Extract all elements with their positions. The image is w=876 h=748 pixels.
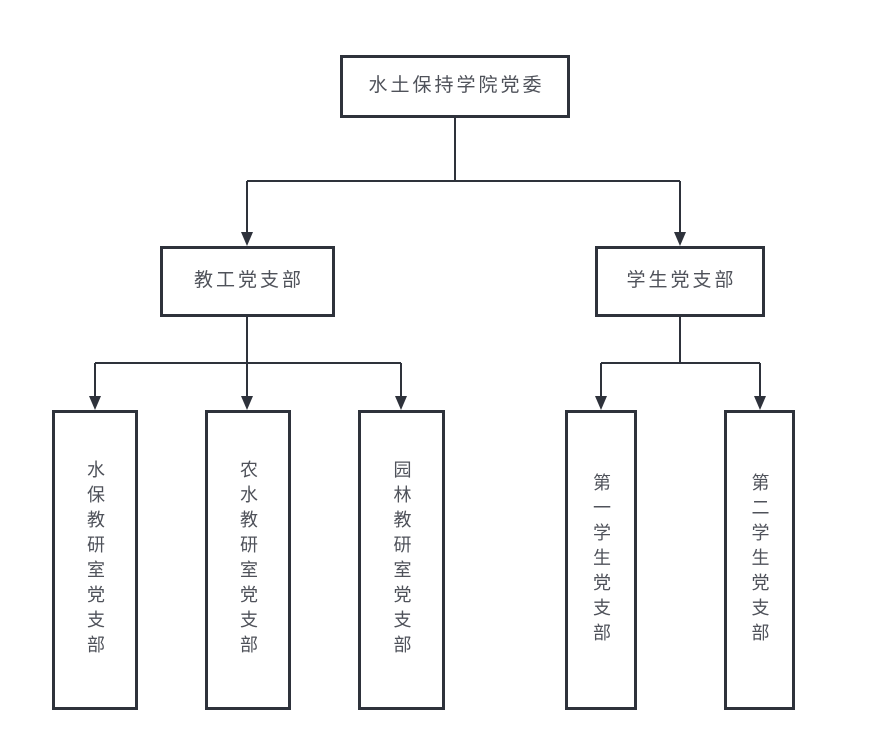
connector-root-to-level2 — [241, 118, 686, 246]
node-label: 农水教研室党支部 — [238, 460, 258, 660]
node-second-student-branch[interactable]: 第二学生党支部 — [724, 410, 795, 710]
node-soil-water-office-branch[interactable]: 水保教研室党支部 — [52, 410, 138, 710]
node-student-party-branch[interactable]: 学生党支部 — [595, 246, 765, 317]
node-college-party-committee[interactable]: 水土保持学院党委 — [340, 55, 570, 118]
arrowhead-down-icon — [241, 232, 253, 246]
connector-student-to-branches — [595, 317, 766, 410]
arrowhead-down-icon — [241, 396, 253, 410]
connector-line — [246, 118, 681, 233]
arrowhead-down-icon — [754, 396, 766, 410]
node-faculty-party-branch[interactable]: 教工党支部 — [160, 246, 335, 317]
node-label: 水保教研室党支部 — [85, 460, 105, 660]
node-label: 学生党支部 — [626, 270, 737, 292]
node-first-student-branch[interactable]: 第一学生党支部 — [565, 410, 637, 710]
connector-line — [600, 317, 761, 397]
node-label: 第二学生党支部 — [749, 472, 770, 648]
arrowhead-down-icon — [674, 232, 686, 246]
node-label: 水土保持学院党委 — [368, 75, 545, 97]
arrowhead-down-icon — [395, 396, 407, 410]
arrowhead-down-icon — [89, 396, 101, 410]
node-label: 园林教研室党支部 — [391, 460, 412, 660]
connector-line — [94, 317, 402, 397]
connector-faculty-to-branches — [89, 317, 407, 410]
arrowhead-down-icon — [595, 396, 607, 410]
node-label: 第一学生党支部 — [591, 472, 611, 648]
node-agri-water-office-branch[interactable]: 农水教研室党支部 — [205, 410, 291, 710]
node-label: 教工党支部 — [193, 270, 304, 292]
node-landscape-office-branch[interactable]: 园林教研室党支部 — [358, 410, 445, 710]
